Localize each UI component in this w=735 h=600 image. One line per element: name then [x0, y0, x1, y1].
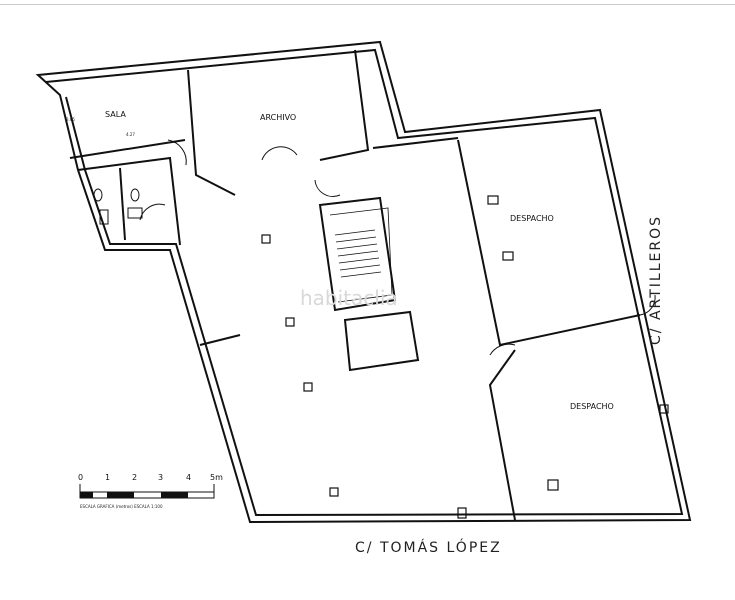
dimension-label: 3.65 [66, 117, 75, 122]
scale-bar: 0 1 2 3 4 5m ESCALA GRAFICA (metros) ESC… [78, 473, 223, 509]
fixtures [93, 188, 143, 225]
stairs [329, 207, 393, 303]
scale-tick: 4 [186, 473, 191, 482]
scale-tick: 3 [158, 473, 163, 482]
room-label-sala: SALA [105, 110, 126, 119]
scale-tick: 0 [78, 473, 83, 482]
columns [261, 195, 669, 519]
street-label-bottom: C/ TOMÁS LÓPEZ [355, 538, 502, 556]
scale-tick: 5m [210, 473, 223, 482]
scale-tick: 1 [105, 473, 110, 482]
scale-tick: 2 [132, 473, 137, 482]
doors [139, 139, 656, 356]
room-label-despacho-1: DESPACHO [510, 214, 554, 223]
room-label-archivo: ARCHIVO [260, 113, 296, 122]
dimension-label: 4.27 [126, 132, 135, 137]
watermark: habitaclia [300, 286, 398, 310]
top-border [0, 0, 735, 5]
street-label-right: C/ ARTILLEROS [648, 215, 664, 345]
room-label-despacho-2: DESPACHO [570, 402, 614, 411]
walls [35, 40, 692, 524]
scale-caption: ESCALA GRAFICA (metros) ESCALA 1:100 [80, 504, 163, 509]
